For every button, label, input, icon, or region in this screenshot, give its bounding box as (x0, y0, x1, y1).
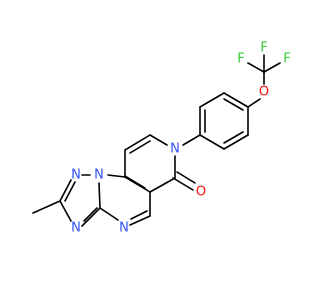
carbonyl-oxygen-label: O (196, 185, 206, 200)
bond-carbonyl-a (172, 177, 194, 191)
triazole-nitrogen-top-label: N (71, 168, 81, 183)
bond-c2-n1-double (64, 181, 76, 202)
fluorine-label-left: F (237, 52, 244, 67)
bond-c2-n3 (59, 200, 72, 222)
atom-labels: F F F O O N N N N N (71, 41, 291, 236)
pyridone-nitrogen-label: N (170, 142, 180, 157)
bond-cf3-f3 (263, 62, 281, 73)
bond-c9-c8-double (129, 140, 151, 154)
bond-cf3-f2 (247, 62, 265, 73)
bond-n3-c3a-double (83, 207, 98, 222)
pyrimidine-nitrogen-label: N (119, 221, 129, 236)
bond-ph5-ph6 (223, 134, 249, 150)
bond-n4-c5-double (130, 210, 148, 220)
bond-ph3-ph4-inner (223, 98, 244, 111)
bond-ph2-ph3 (199, 92, 225, 108)
bond-ph4-o (247, 98, 261, 108)
bond-n9-c3a (98, 182, 101, 209)
triazole-nitrogen-bottom-label: N (71, 221, 81, 236)
bond-carbonyl-b (176, 171, 196, 184)
bond-ph6-ph1 (199, 134, 225, 150)
molecule-canvas: F F F O O N N N N N (32, 41, 291, 236)
bond-c4a-c9b-double (124, 175, 146, 189)
bond-c4a-c9b (124, 176, 151, 193)
bond-c9b-n9 (107, 174, 126, 178)
bond-c8-n7 (149, 134, 168, 146)
bond-c9-c8 (124, 134, 151, 151)
bridgehead-nitrogen-label: N (94, 168, 104, 183)
fluorine-label-right: F (283, 52, 290, 67)
bond-n7-aryl (182, 134, 201, 146)
bond-c6-c4a (149, 177, 176, 193)
bond-c2-n1 (59, 179, 72, 202)
structure-drawing: F F F O O N N N N N (32, 41, 291, 236)
bond-n4-c5 (129, 215, 151, 226)
fluorine-label-top: F (260, 41, 267, 56)
bond-n3-c3a (81, 207, 101, 227)
ether-oxygen-label: O (259, 85, 269, 100)
bond-ph3-ph4 (223, 92, 249, 108)
bond-c3a-n4 (99, 207, 119, 221)
bond-ph5-ph6-inner (223, 131, 244, 144)
bonds (32, 54, 281, 227)
bond-methyl (32, 200, 61, 214)
